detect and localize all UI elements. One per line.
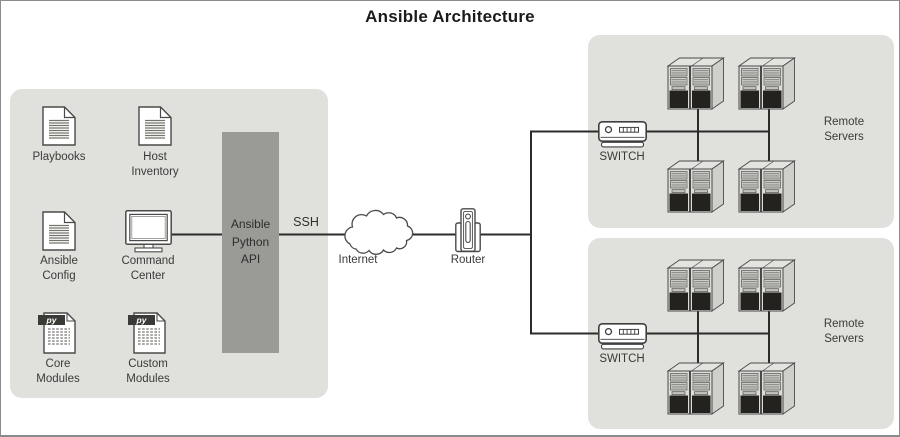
custom-modules-label-line1: Custom — [128, 358, 168, 370]
remote-servers-top-label-line1: Remote — [823, 116, 865, 128]
custom-modules-python-file-icon — [128, 311, 167, 354]
core-modules-python-file-icon — [38, 311, 77, 354]
server-group-icon — [737, 257, 801, 313]
remote-servers-bottom-label-line2: Servers — [824, 333, 864, 345]
remote-servers-top-label-line2: Servers — [824, 131, 864, 143]
ssh-label: SSH — [293, 215, 319, 229]
api-label-line3: API — [240, 252, 261, 267]
ansible-config-label-line2: Config — [42, 270, 76, 282]
switch-icon-top — [598, 121, 647, 148]
command-center-label-line1: Command — [121, 255, 175, 267]
host-inventory-label-line2: Inventory — [131, 166, 179, 178]
custom-modules-label-line2: Modules — [126, 373, 170, 385]
internet-cloud-icon — [338, 208, 418, 258]
core-modules-label-line2: Modules — [36, 373, 80, 385]
api-label-line1: Ansible — [230, 217, 271, 232]
remote-servers-bottom-label-line1: Remote — [823, 318, 865, 330]
switch-label-bottom: SWITCH — [599, 353, 645, 365]
server-group-icon — [737, 360, 801, 416]
command-center-label-line2: Center — [130, 270, 166, 282]
page-title: Ansible Architecture — [365, 7, 535, 26]
router-icon — [455, 208, 481, 253]
command-center-monitor-icon — [125, 210, 172, 253]
api-label-line2: Python — [231, 234, 270, 249]
server-group-icon — [666, 360, 730, 416]
core-modules-label-line1: Core — [45, 358, 71, 370]
playbooks-document-icon — [42, 106, 76, 146]
server-group-icon — [737, 158, 801, 214]
ansible-config-document-icon — [42, 211, 76, 251]
server-group-icon — [666, 257, 730, 313]
ansible-python-api-block: Ansible Python API — [222, 132, 279, 353]
ansible-config-label-line1: Ansible — [40, 255, 78, 267]
server-group-icon — [666, 158, 730, 214]
host-inventory-document-icon — [138, 106, 172, 146]
switch-label-top: SWITCH — [599, 151, 645, 163]
server-group-icon — [666, 55, 730, 111]
internet-label: Internet — [338, 254, 378, 266]
host-inventory-label-line1: Host — [143, 151, 167, 163]
router-label: Router — [450, 254, 486, 266]
playbooks-label: Playbooks — [32, 151, 86, 163]
switch-icon-bottom — [598, 323, 647, 350]
server-group-icon — [737, 55, 801, 111]
